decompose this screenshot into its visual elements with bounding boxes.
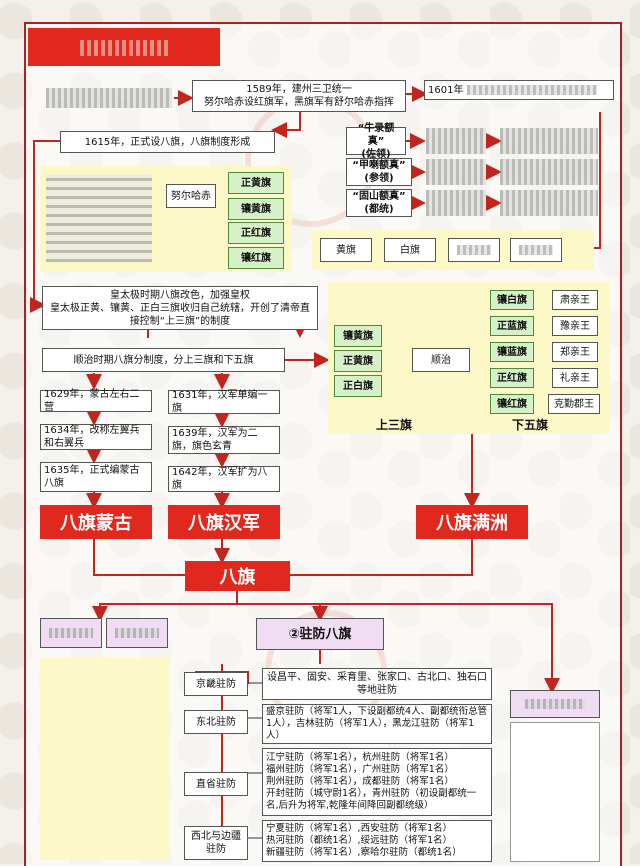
redacted-text	[115, 628, 159, 638]
prince-5: 克勤郡王	[548, 394, 600, 414]
event-1615: 1615年，正式设八旗，八旗制度形成	[60, 131, 275, 153]
officer-title: “甲喇额真”	[352, 160, 406, 171]
prince-1: 肃亲王	[552, 290, 598, 310]
title-mongol: 八旗蒙古	[40, 505, 152, 539]
lower-banner-5: 镶红旗	[490, 394, 534, 414]
banner-zhenghong: 正红旗	[228, 222, 284, 244]
garrison-detail-capital: 设昌平、固安、采育里、张家口、古北口、独石口等地驻防	[262, 668, 492, 700]
title-han: 八旗汉军	[168, 505, 280, 539]
upper-zhengbai: 正白旗	[334, 375, 382, 397]
officer-gushan: “固山额真” (都统)	[346, 189, 412, 217]
lower-five-label: 下五旗	[512, 418, 549, 432]
flag-blue-illegible	[510, 238, 562, 262]
lower-banner-2: 正蓝旗	[490, 316, 534, 336]
han-step-1642: 1642年，汉军扩为八旗	[168, 466, 280, 492]
shunzhi-note: 顺治时期八旗分制度，分上三旗和下五旗	[42, 348, 285, 372]
garrison-detail-northeast: 盛京驻防（将军1人，下设副都统4人、副都统衔总管1人），吉林驻防（将军1人），黑…	[262, 704, 492, 744]
nurhaci-box: 努尔哈赤	[166, 184, 216, 208]
officer-title: “固山额真”	[352, 191, 406, 202]
officer-sub: (佐领)	[361, 148, 391, 160]
banner-xianghuang: 镶黄旗	[228, 198, 284, 220]
redacted-text	[467, 85, 598, 95]
prince-3: 郑亲王	[552, 342, 598, 362]
flag-white: 白旗	[384, 238, 436, 262]
event-1589: 1589年，建州三卫统一 努尔哈赤设红旗军，黑旗军有舒尔哈赤指挥	[192, 80, 406, 112]
redacted-text	[46, 88, 172, 108]
illegible-panel	[510, 722, 600, 862]
officer-title: “牛录额真”	[357, 122, 395, 147]
officer-jiala: “甲喇额真” (参领)	[346, 158, 412, 186]
redacted-text	[49, 628, 93, 638]
shunzhi-box: 顺治	[412, 348, 470, 372]
garrison-row-northwest: 西北与边疆驻防	[184, 826, 248, 860]
illegible-box	[106, 618, 168, 648]
officer-sub: (都统)	[364, 204, 394, 215]
lower-banner-1: 镶白旗	[490, 290, 534, 310]
upper-xianghuang: 镶黄旗	[334, 325, 382, 347]
prince-4: 礼亲王	[552, 368, 598, 388]
garrison-row-northeast: 东北驻防	[184, 710, 248, 734]
redacted-box	[426, 190, 486, 216]
redacted-box	[500, 128, 598, 154]
redacted-box	[500, 159, 598, 185]
garrison-detail-provinces: 江宁驻防（将军1名），杭州驻防（将军1名） 福州驻防（将军1名），广州驻防（将军…	[262, 748, 492, 816]
illegible-box	[40, 618, 102, 648]
flag-red-illegible	[448, 238, 500, 262]
mongol-step-1635: 1635年，正式编蒙古八旗	[40, 462, 152, 492]
redacted-image	[46, 174, 152, 262]
garrison-row-provinces: 直省驻防	[184, 772, 248, 796]
redacted-text	[519, 245, 553, 255]
upper-zhenghuang: 正黄旗	[334, 350, 382, 372]
officer-sub: (参领)	[364, 173, 394, 184]
huangtaiji-note: 皇太极时期八旗改色，加强皇权 皇太极正黄、镶黄、正白三旗收归自己统辖，开创了清帝…	[42, 286, 318, 330]
flag-yellow: 黄旗	[320, 238, 372, 262]
redacted-text	[80, 40, 170, 56]
han-step-1639: 1639年，汉军为二旗，旗色玄青	[168, 426, 280, 454]
illegible-panel	[40, 658, 170, 860]
banner-zhenghuang: 正黄旗	[228, 172, 284, 194]
prince-2: 豫亲王	[552, 316, 598, 336]
title-eight-banners: 八旗	[185, 561, 290, 591]
event-1601: 1601年	[424, 80, 614, 100]
officer-niulu: “牛录额真”(佐领)	[346, 123, 406, 160]
mongol-step-1634: 1634年，改称左翼兵和右翼兵	[40, 424, 152, 450]
redacted-box	[426, 128, 486, 154]
han-step-1631: 1631年，汉军单编一旗	[168, 390, 280, 414]
title-manchu: 八旗满洲	[416, 505, 528, 539]
event-1601-label: 1601年	[428, 84, 464, 96]
banner-xianghong: 镶红旗	[228, 247, 284, 269]
redacted-box	[500, 190, 598, 216]
lower-banner-3: 镶蓝旗	[490, 342, 534, 362]
garrison-title: ②驻防八旗	[256, 618, 384, 650]
upper-three-label: 上三旗	[376, 418, 413, 432]
redacted-text	[457, 245, 491, 255]
redacted-text	[525, 699, 585, 709]
garrison-detail-northwest: 宁夏驻防（将军1名）,西安驻防（将军1名） 热河驻防（都统1名）,绥远驻防（将军…	[262, 820, 492, 862]
illegible-box	[510, 690, 600, 718]
redacted-box	[426, 159, 486, 185]
garrison-row-capital: 京畿驻防	[184, 672, 248, 696]
lower-banner-4: 正红旗	[490, 368, 534, 388]
mongol-step-1629: 1629年，蒙古左右二营	[40, 389, 152, 413]
